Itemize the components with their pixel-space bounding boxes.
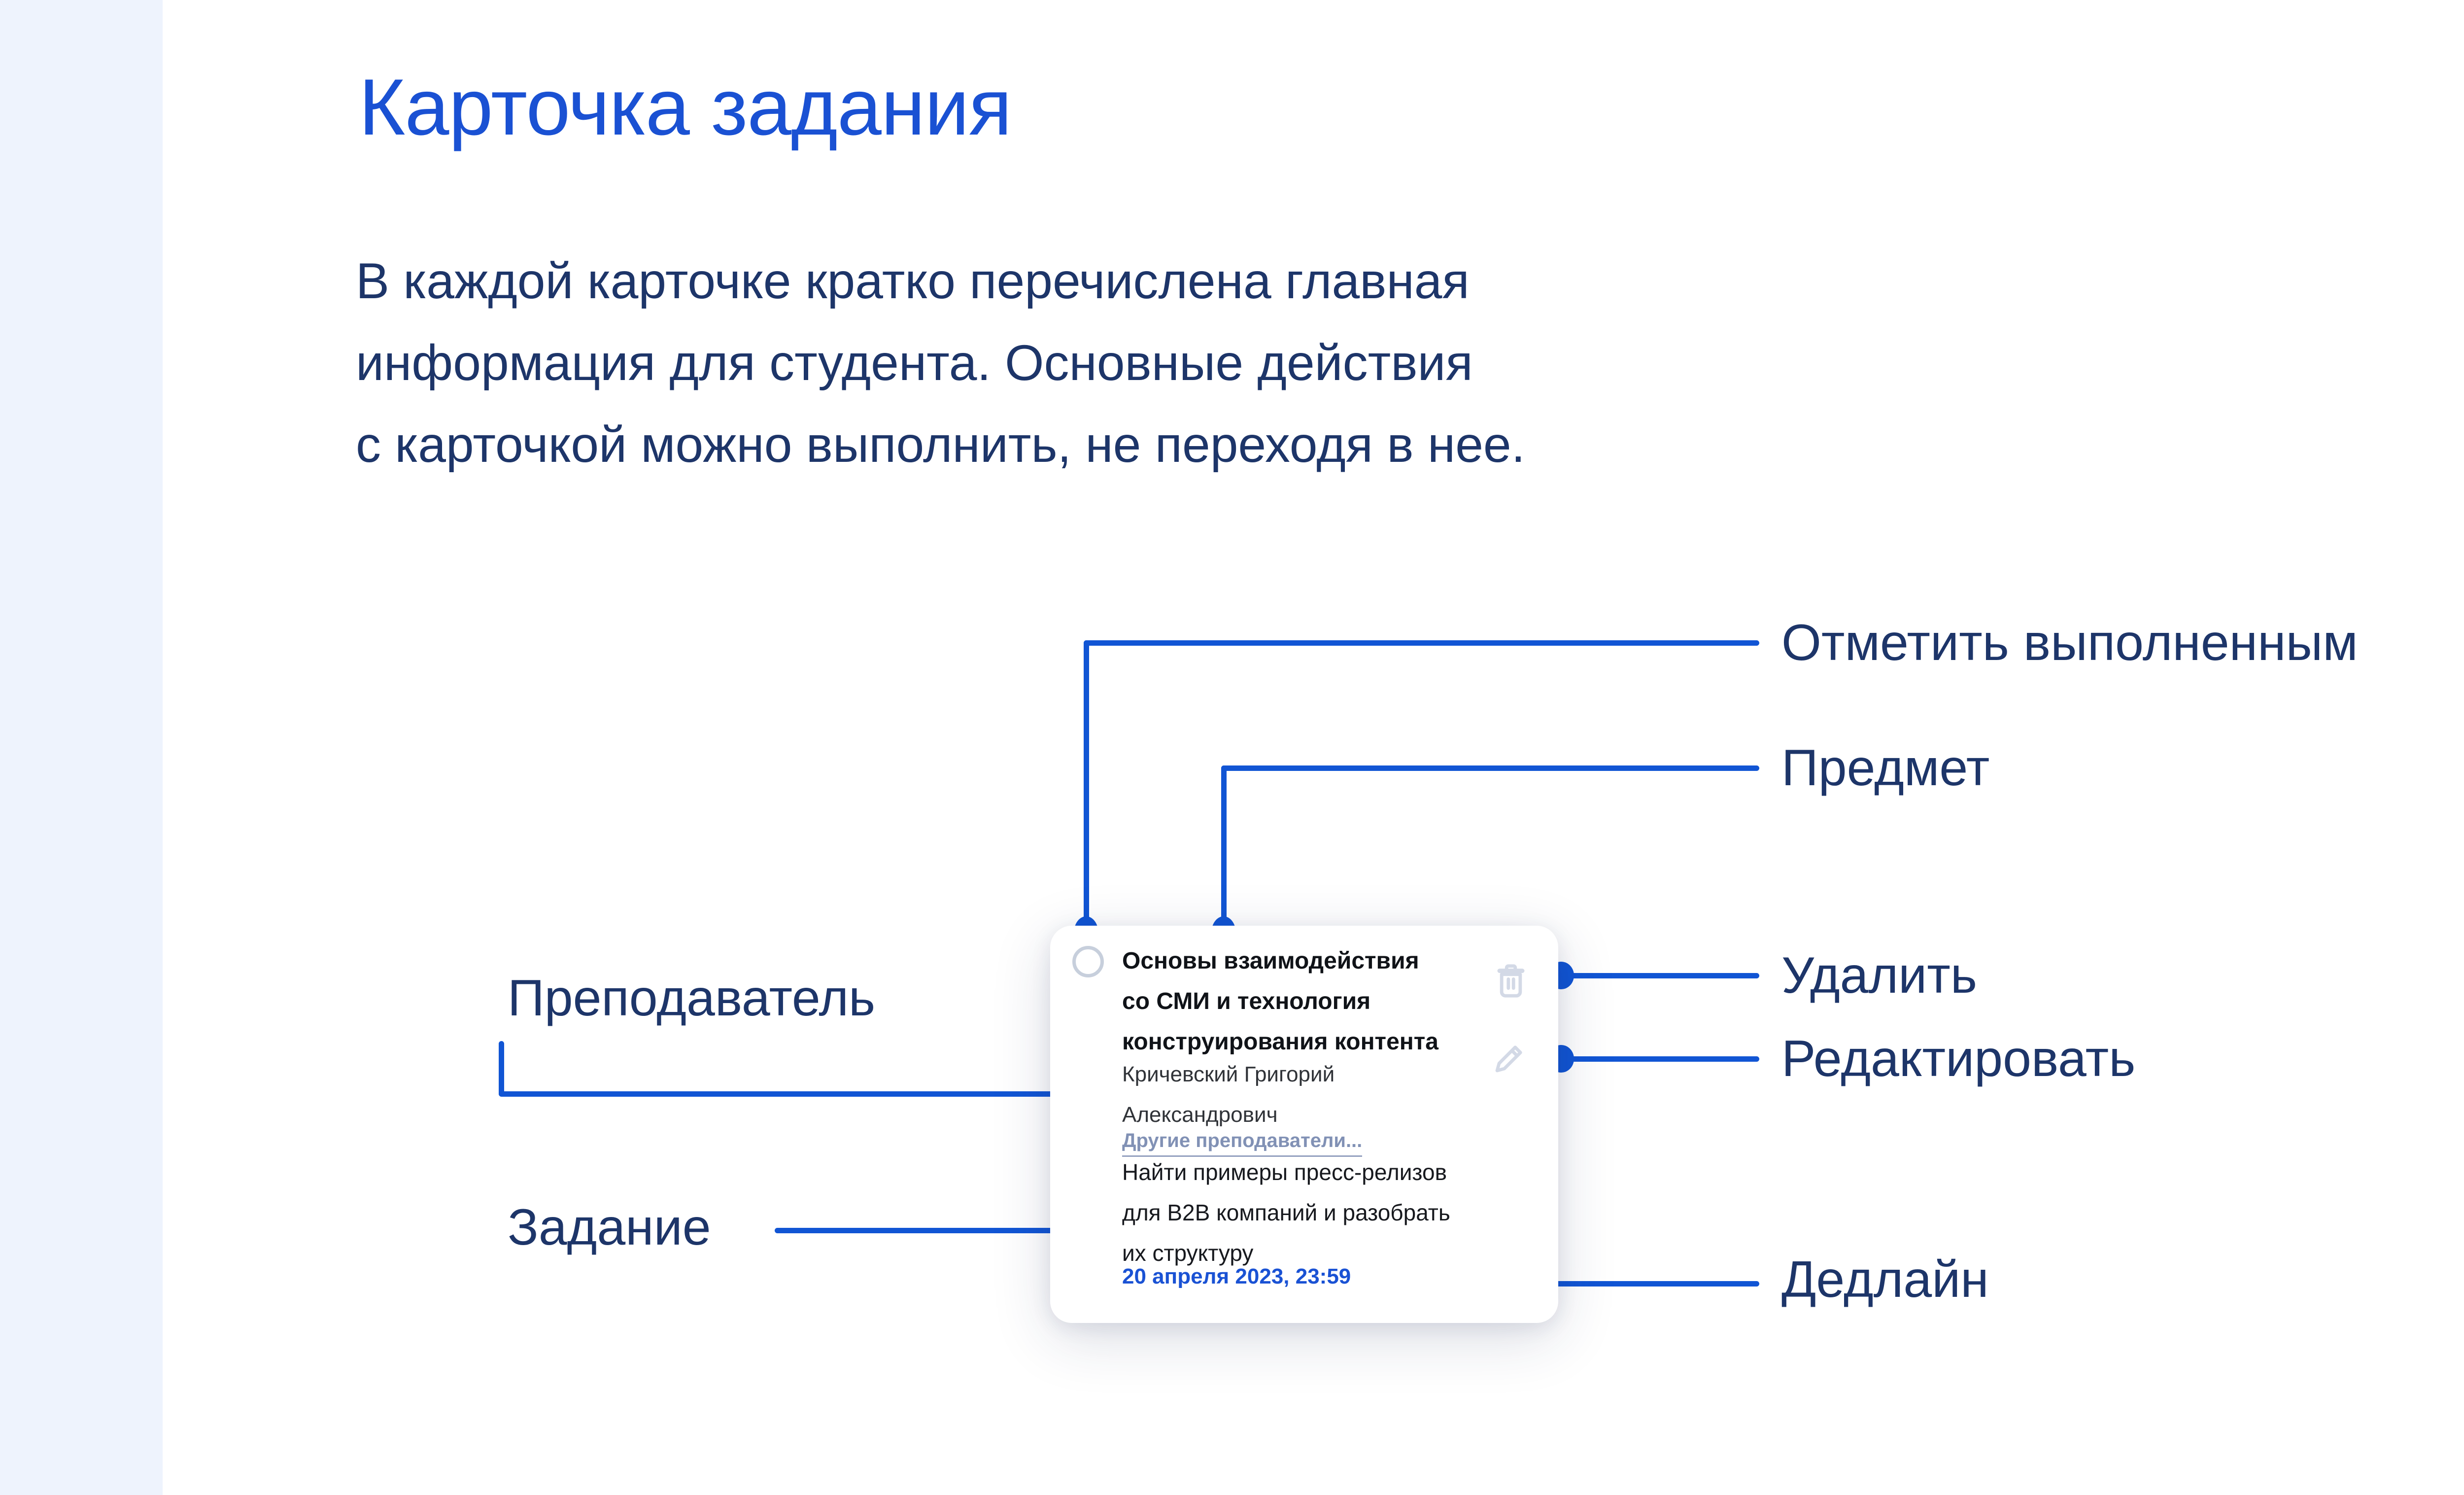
connector-teacher-horizontal [499, 1091, 1101, 1097]
card-teacher-name: Кричевский Григорий Александрович [1122, 1062, 1335, 1127]
task-card[interactable]: Основы взаимодействия со СМИ и технологи… [1050, 926, 1558, 1323]
mark-done-checkbox[interactable] [1072, 946, 1104, 977]
connector-subject-horizontal [1221, 765, 1759, 771]
delete-button[interactable] [1492, 960, 1530, 1003]
callout-subject: Предмет [1781, 739, 1990, 797]
card-task-text: Найти примеры пресс-релизов для B2B комп… [1122, 1159, 1450, 1266]
connector-edit-horizontal [1561, 1056, 1759, 1062]
intro-paragraph: В каждой карточке кратко перечислена гла… [356, 253, 1525, 473]
callout-deadline: Дедлайн [1781, 1251, 1989, 1308]
left-margin-strip [0, 0, 163, 1495]
connector-teacher-vertical [499, 1041, 504, 1096]
callout-edit: Редактировать [1781, 1030, 2136, 1087]
other-teachers-link[interactable]: Другие преподаватели... [1122, 1130, 1363, 1157]
callout-mark-done: Отметить выполненным [1781, 614, 2358, 671]
callout-delete: Удалить [1781, 947, 1978, 1004]
connector-subject-vertical [1221, 765, 1227, 933]
callout-teacher: Преподаватель [508, 970, 876, 1027]
connector-mark-done-horizontal [1084, 640, 1759, 646]
card-deadline-text: 20 апреля 2023, 23:59 [1122, 1264, 1351, 1288]
page-title: Карточка задания [359, 63, 1012, 152]
edit-button[interactable] [1491, 1037, 1530, 1078]
callout-task: Задание [508, 1199, 711, 1256]
connector-deadline-horizontal [1390, 1281, 1759, 1286]
pencil-icon [1491, 1037, 1530, 1078]
connector-mark-done-vertical [1084, 640, 1089, 933]
card-subject-title: Основы взаимодействия со СМИ и технологи… [1122, 948, 1438, 1055]
connector-delete-horizontal [1561, 973, 1759, 978]
connector-task-horizontal [775, 1228, 1101, 1233]
trash-icon [1492, 960, 1530, 1003]
